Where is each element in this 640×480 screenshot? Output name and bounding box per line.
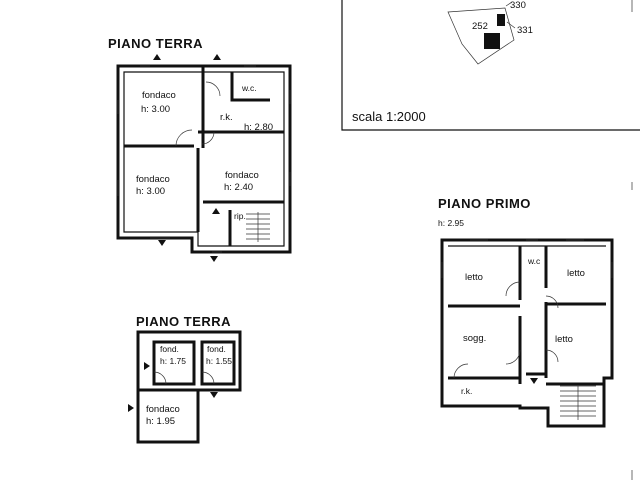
- room-label: letto: [567, 268, 585, 279]
- plan-title: PIANO TERRA: [136, 314, 231, 329]
- room-label: rip.: [234, 211, 246, 221]
- window-marks: [117, 65, 291, 253]
- plan-title: PIANO TERRA: [108, 36, 203, 51]
- wc-walls: [230, 72, 270, 102]
- parcel-252: 252: [472, 21, 488, 32]
- entry-arrows: [153, 54, 221, 262]
- door-swing: [545, 349, 559, 363]
- room-label: fond.: [207, 344, 226, 354]
- room-height: h: 2.80: [244, 122, 273, 133]
- room-label: fondaco: [136, 174, 170, 185]
- room-label: w.c.: [241, 83, 257, 93]
- building-annex: [497, 14, 505, 26]
- door-swing: [545, 295, 559, 309]
- inner-wall-line: [123, 71, 285, 247]
- site-map-inset: 252 330 331 scala 1:2000: [341, 0, 640, 131]
- building-footprint: [484, 33, 500, 49]
- room-height: h: 3.00: [141, 104, 170, 115]
- door-swing: [505, 349, 521, 365]
- plan-title: PIANO PRIMO: [438, 196, 531, 211]
- door-swing-3: [201, 131, 215, 145]
- floor-height: h: 2.95: [438, 218, 464, 228]
- staircase: [560, 385, 596, 420]
- window-marks: [441, 239, 613, 350]
- fond-room-b: [200, 340, 236, 386]
- room-label: letto: [465, 272, 483, 283]
- plan-ground-floor-main: PIANO TERRA fondaco h: 3.00 w.c. r.k. h:…: [108, 36, 292, 262]
- room-height: h: 1.95: [146, 416, 175, 427]
- room-label: letto: [555, 334, 573, 345]
- room-label: sogg.: [463, 333, 486, 344]
- map-frame: [341, 0, 640, 131]
- room-label: r.k.: [461, 386, 472, 396]
- door-swing: [453, 363, 469, 379]
- room-label: fondaco: [146, 404, 180, 415]
- room-label: w.c: [527, 256, 541, 266]
- room-height: h: 2.40: [224, 182, 253, 193]
- room-height: h: 3.00: [136, 186, 165, 197]
- parcel-330: 330: [510, 0, 526, 11]
- room-label: fondaco: [225, 170, 259, 181]
- door-swing: [153, 371, 167, 385]
- scale-label: scala 1:2000: [352, 109, 426, 124]
- room-height: h: 1.55: [206, 356, 232, 366]
- plan-first-floor: PIANO PRIMO h: 2.95 letto w.c letto sogg…: [438, 196, 614, 428]
- door-swing: [505, 281, 521, 297]
- outer-walls: [116, 64, 292, 254]
- entry-arrow: [530, 378, 538, 384]
- room-label: r.k.: [220, 112, 233, 123]
- staircase: [246, 212, 270, 242]
- door-swing: [201, 371, 215, 385]
- plan-ground-floor-annex: PIANO TERRA fond. h: 1.75 fond. h: 1.55 …: [128, 314, 242, 444]
- leader-line-331: [506, 21, 516, 29]
- leader-line-330: [505, 1, 513, 7]
- fond-room-a: [152, 340, 196, 386]
- parcel-331: 331: [517, 25, 533, 36]
- door-swing-2: [205, 81, 221, 97]
- room-height: h: 1.75: [160, 356, 186, 366]
- door-swing-1: [175, 129, 193, 147]
- parcel-outline: [447, 7, 515, 65]
- room-label: fond.: [160, 344, 179, 354]
- room-label: fondaco: [142, 90, 176, 101]
